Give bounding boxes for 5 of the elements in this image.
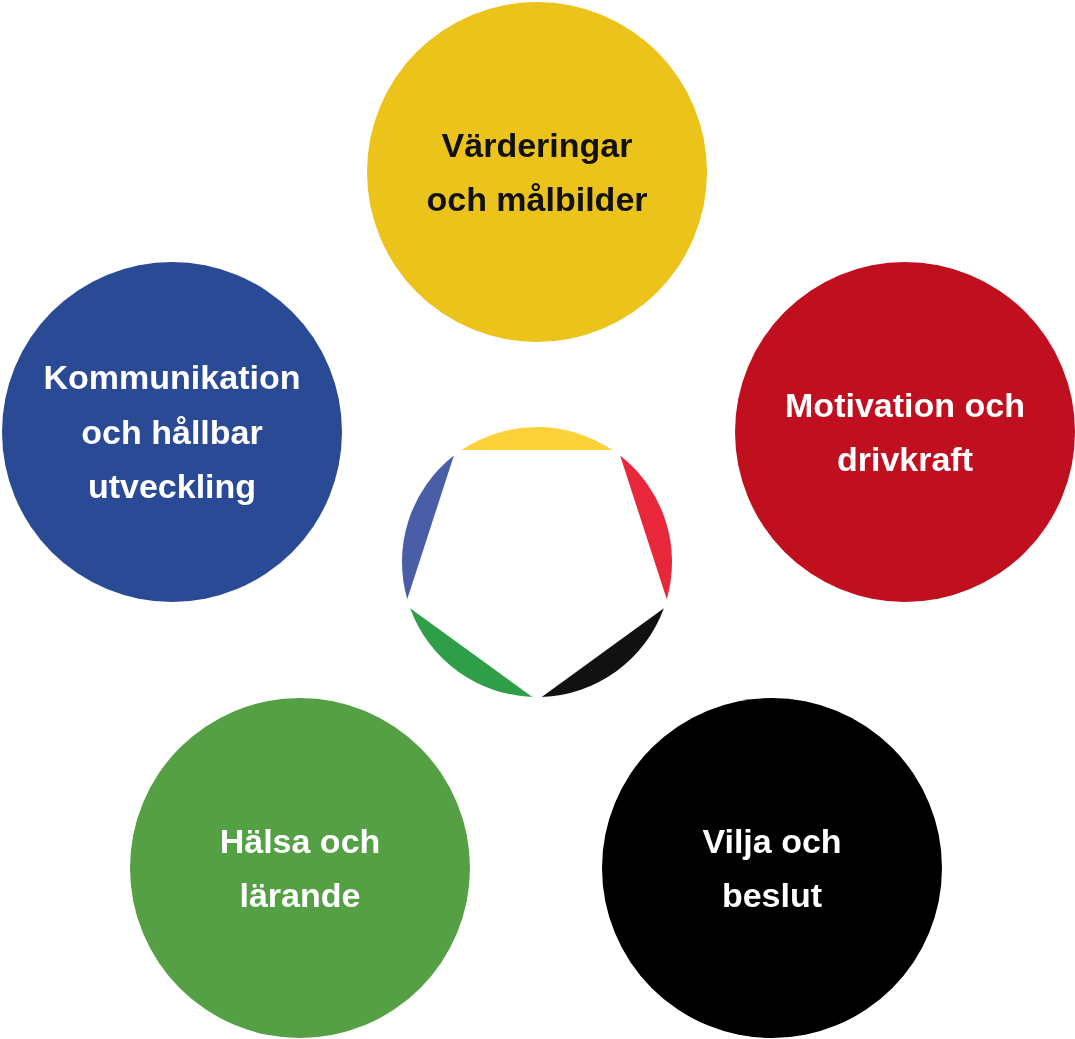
circle-label: Motivation och drivkraft xyxy=(785,384,1025,480)
circle-label: Värderingar och målbilder xyxy=(425,124,649,220)
circle-label: Vilja och beslut xyxy=(701,820,843,916)
circle-label: Kommunikation och hållbar utveckling xyxy=(42,357,302,508)
circle-label: Hälsa och lärande xyxy=(218,820,382,916)
